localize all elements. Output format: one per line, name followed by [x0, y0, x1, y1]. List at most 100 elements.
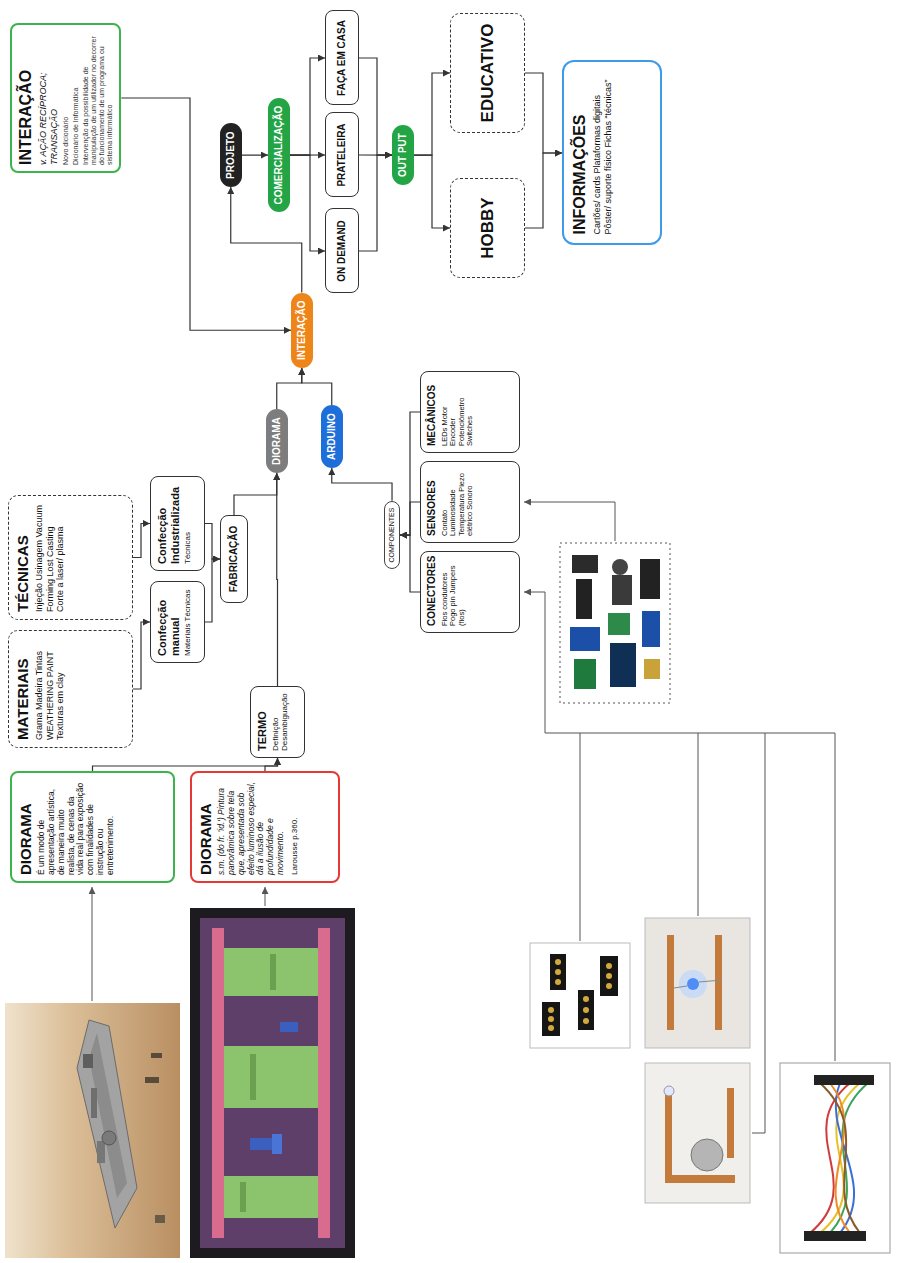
- coin-cell-tape-photo: [665, 1175, 735, 1183]
- leader-lines: [524, 502, 615, 541]
- diagram-box: INFORMAÇÕESCartões/ cards Plataformas di…: [562, 61, 662, 246]
- box-text: EDUCATIVO: [478, 24, 498, 123]
- pin-header-photo: [583, 1007, 589, 1013]
- diagram-box: HOBBY: [450, 178, 525, 278]
- box-text: Confecção Industrializada: [156, 483, 181, 564]
- sensors-photo: [640, 559, 660, 599]
- leader-lines: [698, 733, 699, 916]
- diagram-box: PROJETO: [220, 123, 242, 187]
- led-tape-photo: [645, 918, 750, 1048]
- pin-header-photo: [530, 943, 630, 1048]
- box-text: Materiais Técnicas: [183, 588, 192, 656]
- sensors-photo: [610, 643, 636, 687]
- pin-header-photo: [578, 990, 594, 1030]
- flow-arrow: [400, 412, 420, 535]
- falcon-photo: [89, 1033, 127, 1198]
- falcon-photo: [5, 1003, 180, 1258]
- jumper-wires-photo: [780, 1063, 890, 1253]
- box-text: ARDUINO: [326, 413, 338, 460]
- box-text: Contato Luminosidade Temperatura Piezo e…: [441, 468, 476, 536]
- falcon-photo: [145, 1077, 159, 1083]
- box-text: MATERIAIS: [14, 638, 31, 740]
- box-text: ON DEMAND: [336, 220, 348, 282]
- box-text: DIORAMA: [17, 779, 34, 875]
- diagram-box: PRATELEIRA: [325, 113, 359, 198]
- coin-cell-tape-photo: [691, 1139, 723, 1171]
- flow-arrow: [265, 758, 278, 771]
- box-text: DIORAMA: [197, 779, 214, 875]
- box-text: COMPONENTES: [388, 508, 396, 563]
- led-tape-photo: [687, 978, 699, 990]
- box-text: MECÂNICOS: [426, 378, 438, 446]
- flow-arrow: [525, 73, 562, 153]
- sensors-photo: [644, 659, 660, 679]
- pin-header-photo: [555, 979, 561, 985]
- diagram-box: SENSORESContato Luminosidade Temperatura…: [420, 461, 520, 543]
- diagram-box: COMERCIALIZAÇÃO: [268, 98, 290, 213]
- flow-arrow: [133, 622, 150, 689]
- pin-header-photo: [548, 1007, 554, 1013]
- sensors-photo: [576, 579, 592, 619]
- pixel-diorama-photo: [250, 1054, 256, 1100]
- sensors-photo: [642, 611, 660, 647]
- diagram-box: ARDUINO: [321, 405, 343, 468]
- diagram-box: FABRICAÇÃO: [220, 515, 248, 603]
- led-tape-photo: [679, 970, 707, 998]
- leader-lines: [752, 733, 765, 1133]
- box-text: s.m. (do fr. 'id.') Pintura panorâmica s…: [217, 779, 285, 875]
- box-text: INFORMAÇÕES: [571, 72, 589, 235]
- diagram-box: MECÂNICOSLEDs Motor Encoder Potenciômetr…: [420, 371, 520, 453]
- flow-arrow: [332, 468, 392, 501]
- flow-arrow: [276, 473, 278, 686]
- box-text: PRATELEIRA: [336, 123, 348, 186]
- box-text: INTERAÇÃO: [296, 301, 308, 360]
- leader-lines: [524, 592, 835, 733]
- box-text: OUT PUT: [397, 133, 409, 177]
- box-text: Dicionário de Informática: [72, 31, 80, 165]
- box-text: CONECTORES: [426, 558, 438, 626]
- diagram-box: MATERIAISGrama Madeira Tintas WEATHERING…: [8, 630, 133, 748]
- box-text: Grama Madeira Tintas WEATHERING PAINT Te…: [34, 638, 65, 740]
- leader-lines: [92, 887, 93, 1001]
- pin-header-photo: [550, 954, 566, 990]
- sensors-photo: [608, 613, 630, 635]
- coin-cell-tape-photo: [664, 1086, 674, 1096]
- box-text: Larousse p.360.: [290, 779, 299, 875]
- flow-arrow: [133, 524, 150, 558]
- diagram-box: Confecção manualMateriais Técnicas: [150, 581, 205, 663]
- falcon-photo: [102, 1131, 116, 1145]
- jumper-wires-photo: [804, 1231, 866, 1241]
- pixel-diorama-photo: [240, 1182, 246, 1212]
- box-text: DIORAMA: [271, 417, 283, 465]
- flow-arrow: [121, 98, 291, 330]
- flow-arrow: [234, 473, 277, 515]
- box-text: Confecção manual: [156, 588, 181, 656]
- coin-cell-tape-photo: [665, 1093, 672, 1183]
- box-text: Definição Desambiguação: [271, 693, 289, 751]
- pixel-diorama-photo: [190, 908, 355, 1258]
- pin-header-photo: [530, 943, 630, 1048]
- leader-lines: [92, 502, 835, 1133]
- pixel-diorama-photo: [190, 908, 355, 1258]
- box-text: É um modo de apresentação artística, de …: [37, 779, 115, 875]
- sensors-photo: [572, 555, 598, 573]
- box-text: PROJETO: [225, 131, 237, 179]
- falcon-photo: [83, 1054, 93, 1068]
- box-text: SENSORES: [426, 468, 438, 536]
- box-text: LEDs Motor Encoder Potenciômetro Switche…: [441, 378, 476, 446]
- pin-header-photo: [600, 956, 618, 996]
- flow-arrow: [400, 535, 420, 592]
- jumper-wires-photo: [780, 1063, 890, 1253]
- box-text: TÉCNICAS: [14, 503, 31, 612]
- diagram-box: FAÇA EM CASA: [325, 11, 359, 106]
- pin-header-photo: [555, 959, 561, 965]
- pixel-diorama-photo: [280, 1022, 298, 1032]
- flow-arrow: [205, 524, 220, 560]
- flow-arrow: [359, 155, 392, 251]
- pin-header-photo: [542, 1002, 560, 1036]
- pixel-diorama-photo: [250, 1138, 272, 1150]
- box-text: INTERAÇÃO: [17, 31, 35, 165]
- pixel-diorama-photo: [318, 928, 330, 1238]
- diagram-box: DIORAMA: [266, 409, 288, 473]
- flow-arrow: [414, 155, 451, 228]
